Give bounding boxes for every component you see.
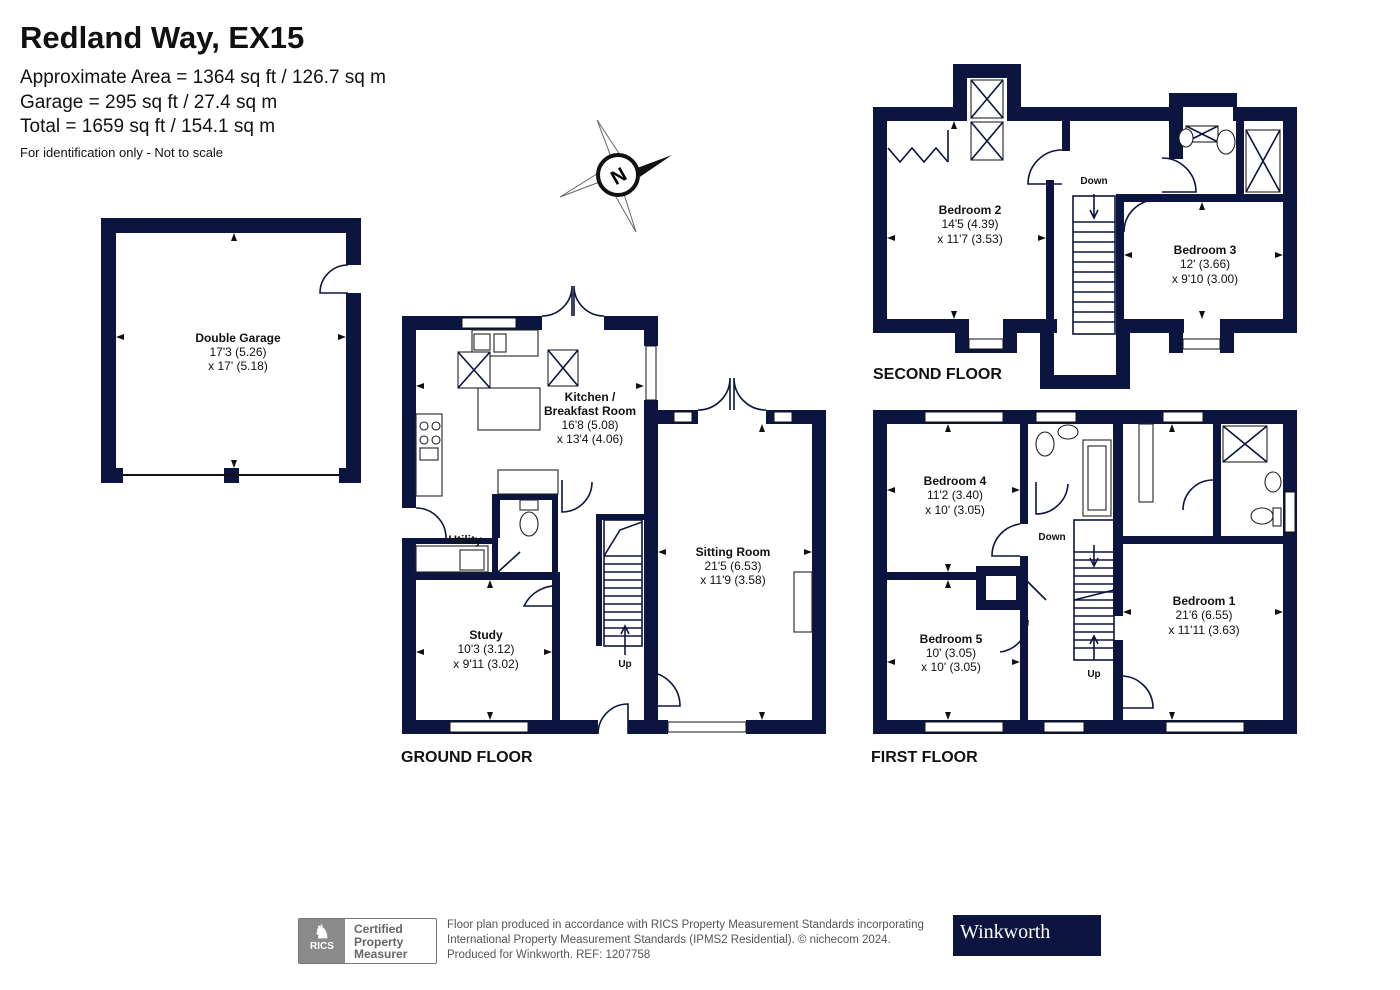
bedroom3-name: Bedroom 3: [1174, 243, 1237, 257]
second-stairs-down: Down: [1080, 176, 1107, 187]
footer-notice: Floor plan produced in accordance with R…: [447, 918, 924, 963]
kitchen-dim-1: 16'8 (5.08): [562, 418, 619, 432]
rics-lion-icon: ♞: [313, 922, 331, 942]
disclaimer: For identification only - Not to scale: [20, 145, 224, 160]
kitchen-name-2: Breakfast Room: [544, 404, 636, 418]
rics-logo: ♞ RICS: [299, 919, 345, 963]
bedroom4-name: Bedroom 4: [924, 474, 987, 488]
bedroom5-dim-1: 10' (3.05): [926, 646, 976, 660]
utility-name: Utility: [448, 533, 482, 547]
sitting-dim-1: 21'5 (6.53): [705, 559, 762, 573]
second-floor-plan: Down Bedroom 2 14'5 (4.39) x 11'7 (3.53)…: [873, 64, 1297, 389]
first-floor-plan: Down Up Bedroom 4 11'2 (3.40) x 10' (3.0…: [871, 410, 1297, 766]
garage-name: Double Garage: [195, 331, 281, 345]
ground-floor-label: GROUND FLOOR: [401, 749, 533, 766]
first-stairs-up: Up: [1087, 669, 1100, 680]
study-dim-1: 10'3 (3.12): [458, 642, 515, 656]
bedroom2-name: Bedroom 2: [939, 203, 1002, 217]
bedroom1-name: Bedroom 1: [1173, 594, 1236, 608]
footer-line-2: International Property Measurement Stand…: [447, 934, 891, 946]
bedroom3-dim-2: x 9'10 (3.00): [1172, 272, 1238, 286]
kitchen-dim-2: x 13'4 (4.06): [557, 432, 623, 446]
ground-floor-plan: Up Kitchen / Breakfast Room 16'8 (5.08) …: [401, 285, 826, 766]
sitting-dim-2: x 11'9 (3.58): [700, 573, 765, 587]
study-dim-2: x 9'11 (3.02): [453, 657, 518, 671]
bedroom3-dim-1: 12' (3.66): [1180, 257, 1230, 271]
second-floor-label: SECOND FLOOR: [873, 366, 1002, 383]
rics-line-2: Property: [354, 934, 404, 949]
garage-dim-1: 17'3 (5.26): [210, 345, 267, 359]
bedroom5-name: Bedroom 5: [920, 632, 983, 646]
bedroom1-dim-2: x 11'11 (3.63): [1168, 623, 1239, 637]
sitting-name: Sitting Room: [696, 545, 771, 559]
rics-logo-text: RICS: [310, 941, 334, 952]
garage-dim-2: x 17' (5.18): [208, 359, 268, 373]
kitchen-name-1: Kitchen /: [565, 390, 616, 404]
bedroom4-dim-1: 11'2 (3.40): [927, 488, 983, 502]
first-stairs-down: Down: [1038, 532, 1065, 543]
study-name: Study: [469, 628, 503, 642]
first-floor-label: FIRST FLOOR: [871, 749, 978, 766]
total-area: Total = 1659 sq ft / 154.1 sq m: [20, 116, 276, 137]
approximate-area: Approximate Area = 1364 sq ft / 126.7 sq…: [20, 67, 386, 88]
bedroom1-dim-1: 21'6 (6.55): [1176, 608, 1233, 622]
rics-certified-badge: ♞ RICS Certified Property Measurer: [298, 918, 437, 964]
bedroom2-dim-1: 14'5 (4.39): [942, 217, 999, 231]
bedroom2-dim-2: x 11'7 (3.53): [937, 232, 1002, 246]
property-title: Redland Way, EX15: [20, 20, 305, 55]
bedroom4-dim-2: x 10' (3.05): [925, 503, 985, 517]
compass-icon: N: [559, 119, 672, 233]
measurement-arrow-icons: [116, 121, 1283, 720]
footer-line-1: Floor plan produced in accordance with R…: [447, 919, 924, 931]
footer-line-3: Produced for Winkworth. REF: 1207758: [447, 949, 651, 961]
ground-stairs-up: Up: [618, 659, 631, 670]
rics-line-1: Certified: [354, 922, 403, 936]
rics-line-3: Measurer: [354, 947, 408, 961]
garage-area: Garage = 295 sq ft / 27.4 sq m: [20, 92, 278, 113]
garage-plan: Double Garage 17'3 (5.26) x 17' (5.18): [101, 218, 361, 483]
winkworth-logo: Winkworth: [953, 915, 1101, 956]
bedroom5-dim-2: x 10' (3.05): [921, 660, 981, 674]
